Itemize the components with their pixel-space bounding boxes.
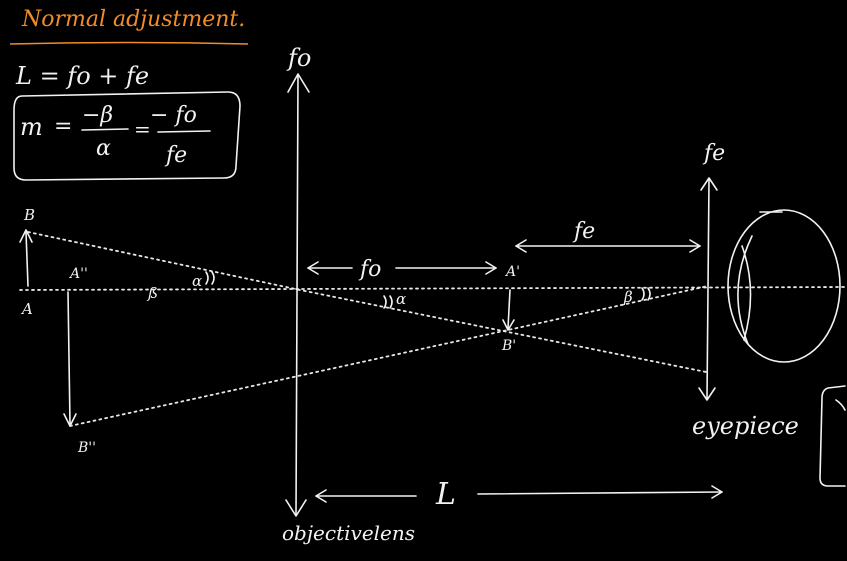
- formula-length: L = fo + fe: [15, 62, 149, 90]
- objective-bottom-label: objectivelens: [282, 521, 415, 545]
- L-distance-arrow: [315, 485, 723, 503]
- heading-underline: [9, 41, 249, 45]
- angle-beta-right: β: [623, 288, 633, 306]
- fe-arrow-right-head: [689, 239, 701, 253]
- angle-arc-objective: [383, 295, 393, 309]
- eye-lens-curve: [737, 235, 753, 345]
- formula-m: m: [20, 113, 43, 141]
- eyepiece-bottom-label: eyepiece: [692, 412, 799, 440]
- angle-arc-left-upper: [205, 271, 215, 285]
- L-arrow-right-head: [711, 485, 723, 499]
- angle-arc-eyepiece: [641, 287, 651, 301]
- heading-title: Normal adjustment.: [21, 7, 245, 32]
- magnification-formula-box: m = −β α = − fo fe: [13, 91, 241, 181]
- L-arrow-right-segment: [477, 491, 723, 495]
- angle-alpha-left: α: [192, 272, 202, 290]
- L-distance-label: L: [435, 477, 456, 512]
- label-A-prime: A': [504, 264, 520, 280]
- fraction-bar-2: [157, 130, 211, 133]
- fo-arrow-left-head: [307, 261, 319, 275]
- fo-distance-arrow: [307, 261, 497, 275]
- label-B-prime: B': [501, 338, 516, 354]
- eyepiece-lens-line: [706, 179, 710, 399]
- ray-from-B-through-objective: [27, 231, 707, 373]
- formula-denominator-1: α: [96, 136, 111, 161]
- eyepiece-top-arrowhead: [700, 177, 718, 191]
- fe-arrow-left-head: [515, 239, 527, 253]
- cutoff-box-right: [819, 385, 846, 487]
- objective-lens: [285, 73, 310, 517]
- objective-lens-top-arrowhead: [287, 73, 310, 93]
- eyepiece-bottom-arrowhead: [698, 387, 716, 401]
- eye-drawing: [727, 209, 841, 363]
- objective-lens-line: [295, 75, 299, 516]
- final-image-shaft: [67, 291, 71, 425]
- angle-beta-left: ß: [146, 284, 158, 302]
- objective-top-label: fo: [286, 44, 311, 72]
- principal-axis: [19, 286, 846, 291]
- fe-distance-label: fe: [572, 219, 595, 244]
- intermediate-image-arrow: [502, 289, 515, 331]
- fo-arrow-right-head: [485, 261, 497, 275]
- label-B-double-prime: B'': [77, 440, 96, 456]
- eyeball: [727, 209, 841, 363]
- intermediate-image-shaft: [507, 289, 511, 329]
- formula-equals-2: =: [134, 117, 151, 141]
- fo-distance-label: fo: [358, 257, 381, 282]
- fe-distance-arrow: [515, 239, 701, 253]
- formula-denominator-2: fe: [164, 143, 187, 168]
- L-arrow-left-head: [315, 489, 327, 503]
- eyepiece-top-label: fe: [702, 141, 725, 166]
- formula-box-border: [13, 91, 241, 181]
- object-arrow-AB: [19, 229, 33, 287]
- angle-alpha-right: α: [396, 290, 406, 308]
- final-image-arrow: [63, 291, 77, 427]
- label-B: B: [23, 206, 35, 224]
- eyepiece-lens: [698, 177, 718, 401]
- formula-equals-1: =: [54, 114, 72, 139]
- fraction-bar-1: [81, 128, 129, 131]
- intermediate-image-arrowhead: [502, 319, 515, 331]
- label-A-double-prime: A'': [68, 266, 88, 282]
- label-A: A: [20, 300, 33, 318]
- object-arrow-head: [19, 229, 33, 243]
- objective-lens-bottom-arrowhead: [285, 499, 307, 517]
- object-arrow-shaft: [25, 231, 29, 287]
- formula-numerator-1: −β: [82, 103, 113, 128]
- ray-virtual-image-B-double-prime: [69, 285, 709, 427]
- cutoff-box-glyph: [835, 399, 846, 411]
- formula-numerator-2: − fo: [150, 103, 197, 128]
